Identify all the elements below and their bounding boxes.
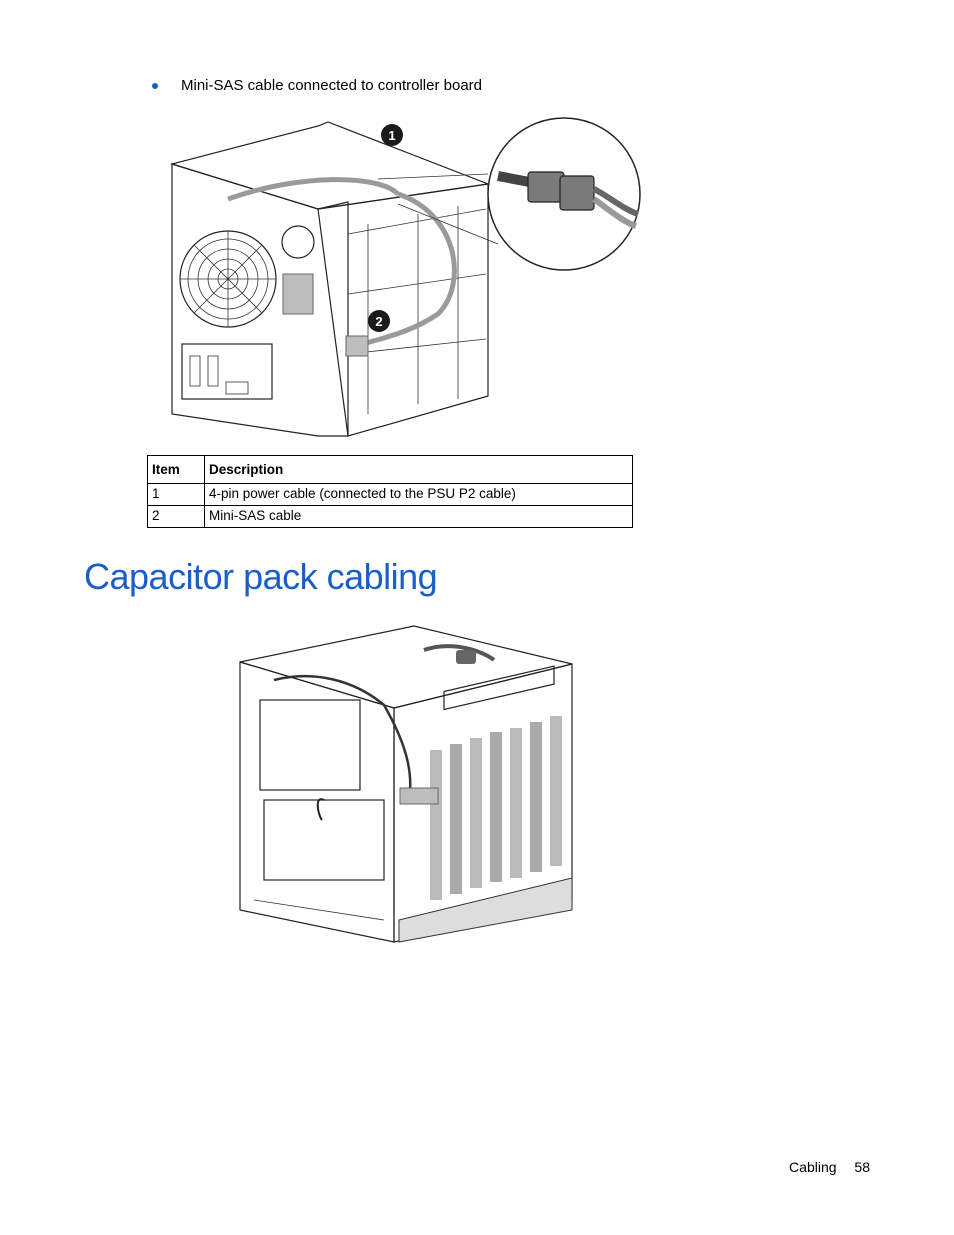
capacitor-pack bbox=[399, 787, 439, 805]
optical-drive bbox=[443, 665, 555, 711]
fan-vents bbox=[180, 231, 276, 327]
capacitor-cable bbox=[273, 674, 412, 801]
item-description-table: Item Description 1 4-pin power cable (co… bbox=[147, 455, 633, 528]
table-row: 2 Mini-SAS cable bbox=[147, 505, 633, 528]
bullet-item: Mini-SAS cable connected to controller b… bbox=[152, 77, 482, 94]
table-header-row: Item Description bbox=[147, 455, 633, 484]
front-vent bbox=[430, 716, 562, 900]
page-footer: Cabling 58 bbox=[789, 1159, 870, 1175]
item-cell: 2 bbox=[147, 505, 205, 528]
capacitor-pack-illustration bbox=[239, 625, 573, 943]
svg-text:1: 1 bbox=[388, 128, 395, 143]
section-heading: Capacitor pack cabling bbox=[84, 556, 438, 597]
rear-io-panel bbox=[181, 343, 273, 400]
power-connector bbox=[527, 171, 565, 203]
footer-page-number: 58 bbox=[854, 1159, 870, 1175]
callout-1: 1 bbox=[381, 124, 403, 146]
item-cell: 1 bbox=[147, 483, 205, 506]
description-cell: Mini-SAS cable bbox=[204, 505, 633, 528]
server-cabling-illustration: 1 2 bbox=[169, 117, 641, 437]
power-cable bbox=[227, 177, 400, 202]
footer-chapter: Cabling bbox=[789, 1159, 837, 1175]
table-row: 1 4-pin power cable (connected to the PS… bbox=[147, 483, 633, 506]
item-header: Item bbox=[147, 455, 205, 484]
description-header: Description bbox=[204, 455, 633, 484]
bullet-text: Mini-SAS cable connected to controller b… bbox=[181, 77, 482, 94]
callout-2: 2 bbox=[368, 310, 390, 332]
bullet-dot bbox=[152, 82, 158, 89]
svg-text:2: 2 bbox=[375, 314, 382, 329]
description-cell: 4-pin power cable (connected to the PSU … bbox=[204, 483, 633, 506]
